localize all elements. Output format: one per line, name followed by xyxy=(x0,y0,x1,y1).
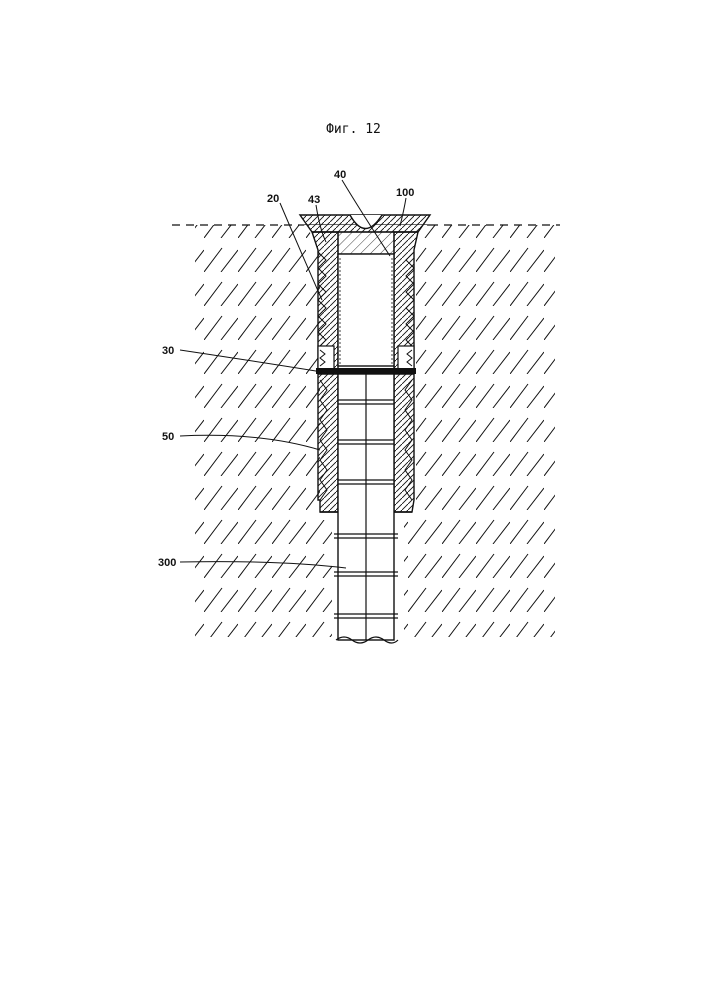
label-43: 43 xyxy=(308,194,320,206)
label-40: 40 xyxy=(334,169,346,181)
plug-cap xyxy=(338,232,394,254)
inner-core xyxy=(338,254,394,366)
label-20: 20 xyxy=(267,193,279,205)
label-50: 50 xyxy=(162,431,174,443)
label-300: 300 xyxy=(158,557,176,569)
figure-caption: Фиг. 12 xyxy=(0,122,707,137)
label-100: 100 xyxy=(396,187,414,199)
label-30: 30 xyxy=(162,345,174,357)
rebar-rod xyxy=(334,374,398,643)
